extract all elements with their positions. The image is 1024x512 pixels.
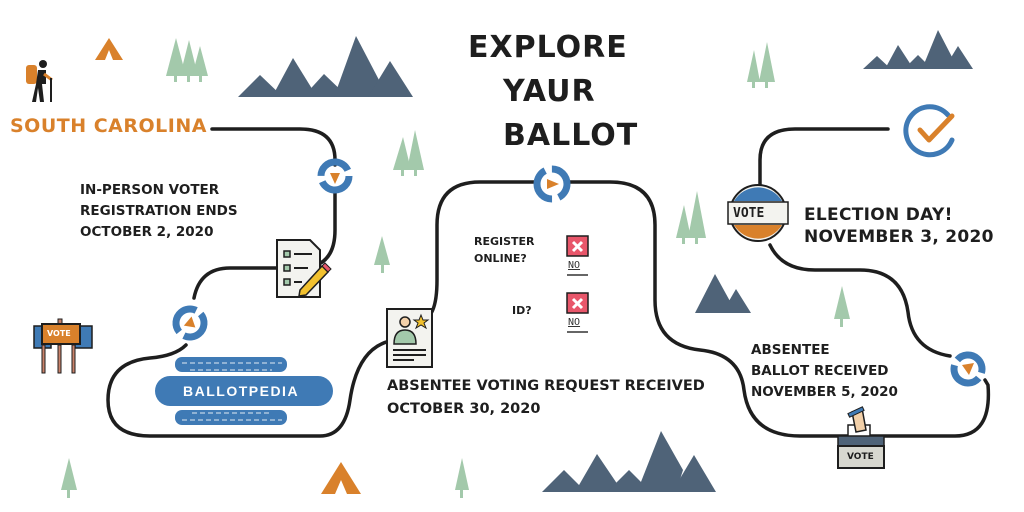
- title-line-1: EXPLORE: [468, 30, 628, 65]
- step-label: BALLOT RECEIVED: [751, 363, 889, 379]
- step-date: OCTOBER 30, 2020: [387, 401, 541, 417]
- compass-marker-3: [533, 165, 571, 203]
- ballot-box-icon: [837, 406, 885, 469]
- step-label: ABSENTEE VOTING REQUEST RECEIVED: [387, 378, 705, 394]
- step-date: NOVEMBER 3, 2020: [804, 227, 994, 247]
- no-box-icon: [566, 235, 589, 276]
- no-box-icon: [566, 292, 589, 333]
- step-label: ABSENTEE: [751, 342, 830, 358]
- state-name: SOUTH CAROLINA: [10, 115, 207, 137]
- ballot-box-label: VOTE: [847, 452, 874, 462]
- step-date: OCTOBER 2, 2020: [80, 224, 214, 240]
- mountains-top-right: [863, 30, 973, 69]
- question-label: ONLINE?: [474, 252, 527, 265]
- mountains-bottom-center: [542, 431, 716, 492]
- question-label: REGISTER: [474, 235, 535, 248]
- answer-no: NO: [568, 260, 581, 271]
- ballotpedia-label: BALLOTPEDIA: [183, 383, 300, 399]
- tent-icon: [321, 462, 361, 494]
- trees: [61, 38, 850, 498]
- tent-icon: [95, 38, 123, 60]
- step-absentee-received: ABSENTEE BALLOT RECEIVED NOVEMBER 5, 202…: [751, 340, 898, 403]
- vote-badge-label: VOTE: [733, 206, 765, 221]
- hiker-icon: [26, 60, 53, 102]
- compass-marker-4: [950, 351, 986, 387]
- candidate-document-icon: [386, 308, 433, 368]
- step-label: ELECTION DAY!: [804, 205, 953, 225]
- step-label: IN-PERSON VOTER: [80, 182, 220, 198]
- compass-marker-2: [172, 305, 208, 341]
- vote-sign-icon: [33, 318, 93, 374]
- title-line-3: BALLOT: [503, 118, 639, 153]
- title-line-2: YAUR: [503, 74, 596, 109]
- vote-badge-icon: [727, 184, 789, 242]
- step-absentee-request: ABSENTEE VOTING REQUEST RECEIVED OCTOBER…: [387, 375, 705, 421]
- check-circle-icon: [903, 104, 955, 158]
- question-register-online: REGISTER ONLINE?: [474, 233, 535, 267]
- vote-sign-label: VOTE: [47, 329, 71, 338]
- mountains-right-middle: [695, 274, 751, 313]
- step-label: REGISTRATION ENDS: [80, 203, 238, 219]
- checklist-icon: [276, 239, 332, 298]
- question-id: ID?: [512, 304, 532, 317]
- mountains-top-center: [238, 36, 413, 97]
- step-date: NOVEMBER 5, 2020: [751, 384, 898, 400]
- ballotpedia-logo: [155, 357, 333, 425]
- compass-marker-1: [317, 158, 353, 194]
- step-registration: IN-PERSON VOTER REGISTRATION ENDS OCTOBE…: [80, 180, 238, 243]
- step-election-day: ELECTION DAY! NOVEMBER 3, 2020: [804, 204, 994, 248]
- answer-no: NO: [568, 317, 581, 328]
